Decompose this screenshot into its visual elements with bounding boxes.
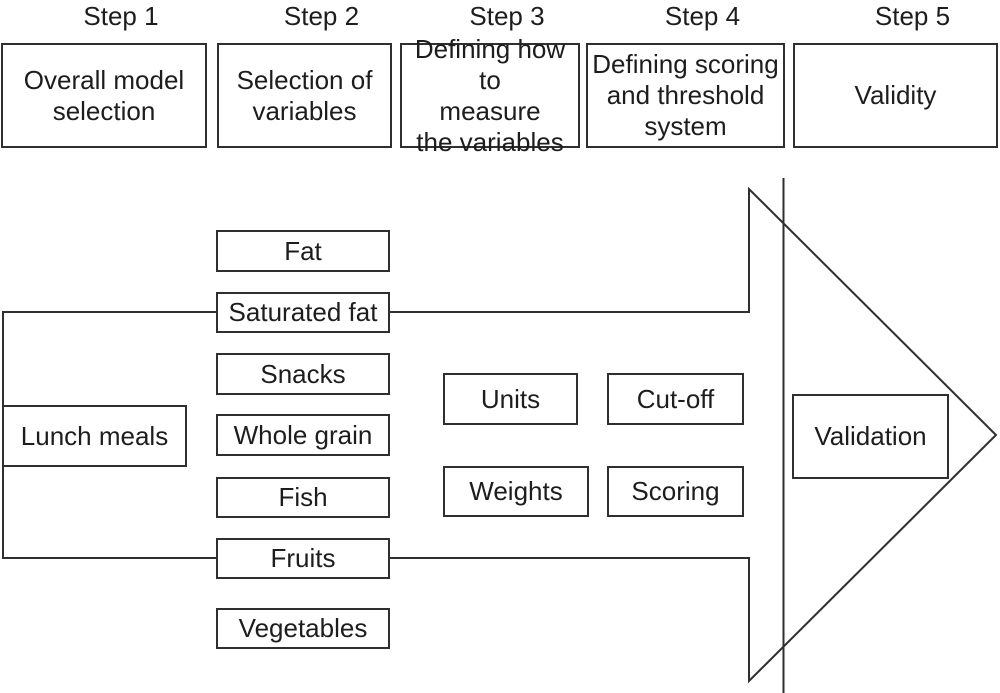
process-arrow-shape <box>2 186 998 684</box>
units-box: Units <box>443 373 578 425</box>
validation-box: Validation <box>792 394 949 479</box>
weights-box: Weights <box>443 466 589 517</box>
variable-box-vegetables: Vegetables <box>216 608 390 649</box>
step-3-box: Defining how to measure the variables <box>400 34 580 157</box>
step-2-box: Selection of variables <box>217 43 392 148</box>
variable-box-snacks: Snacks <box>216 353 390 395</box>
lunch-meals-box: Lunch meals <box>2 405 187 467</box>
variable-box-fruits: Fruits <box>216 538 390 579</box>
variable-box-saturated-fat: Saturated fat <box>216 292 390 333</box>
variable-box-fish: Fish <box>216 477 390 518</box>
step-4-label: Step 4 <box>664 1 741 31</box>
step-5-box: Validity <box>793 43 998 148</box>
step-1-box: Overall model selection <box>1 43 207 148</box>
scoring-box: Scoring <box>607 466 744 517</box>
step-4-box: Defining scoring and threshold system <box>586 43 785 148</box>
step-5-label: Step 5 <box>874 1 951 31</box>
variable-box-whole-grain: Whole grain <box>216 414 390 456</box>
step-1-label: Step 1 <box>83 1 159 31</box>
cutoff-box: Cut-off <box>607 373 744 425</box>
step-2-label: Step 2 <box>283 1 360 31</box>
step-3-label: Step 3 <box>469 1 545 31</box>
variable-box-fat: Fat <box>216 230 390 272</box>
